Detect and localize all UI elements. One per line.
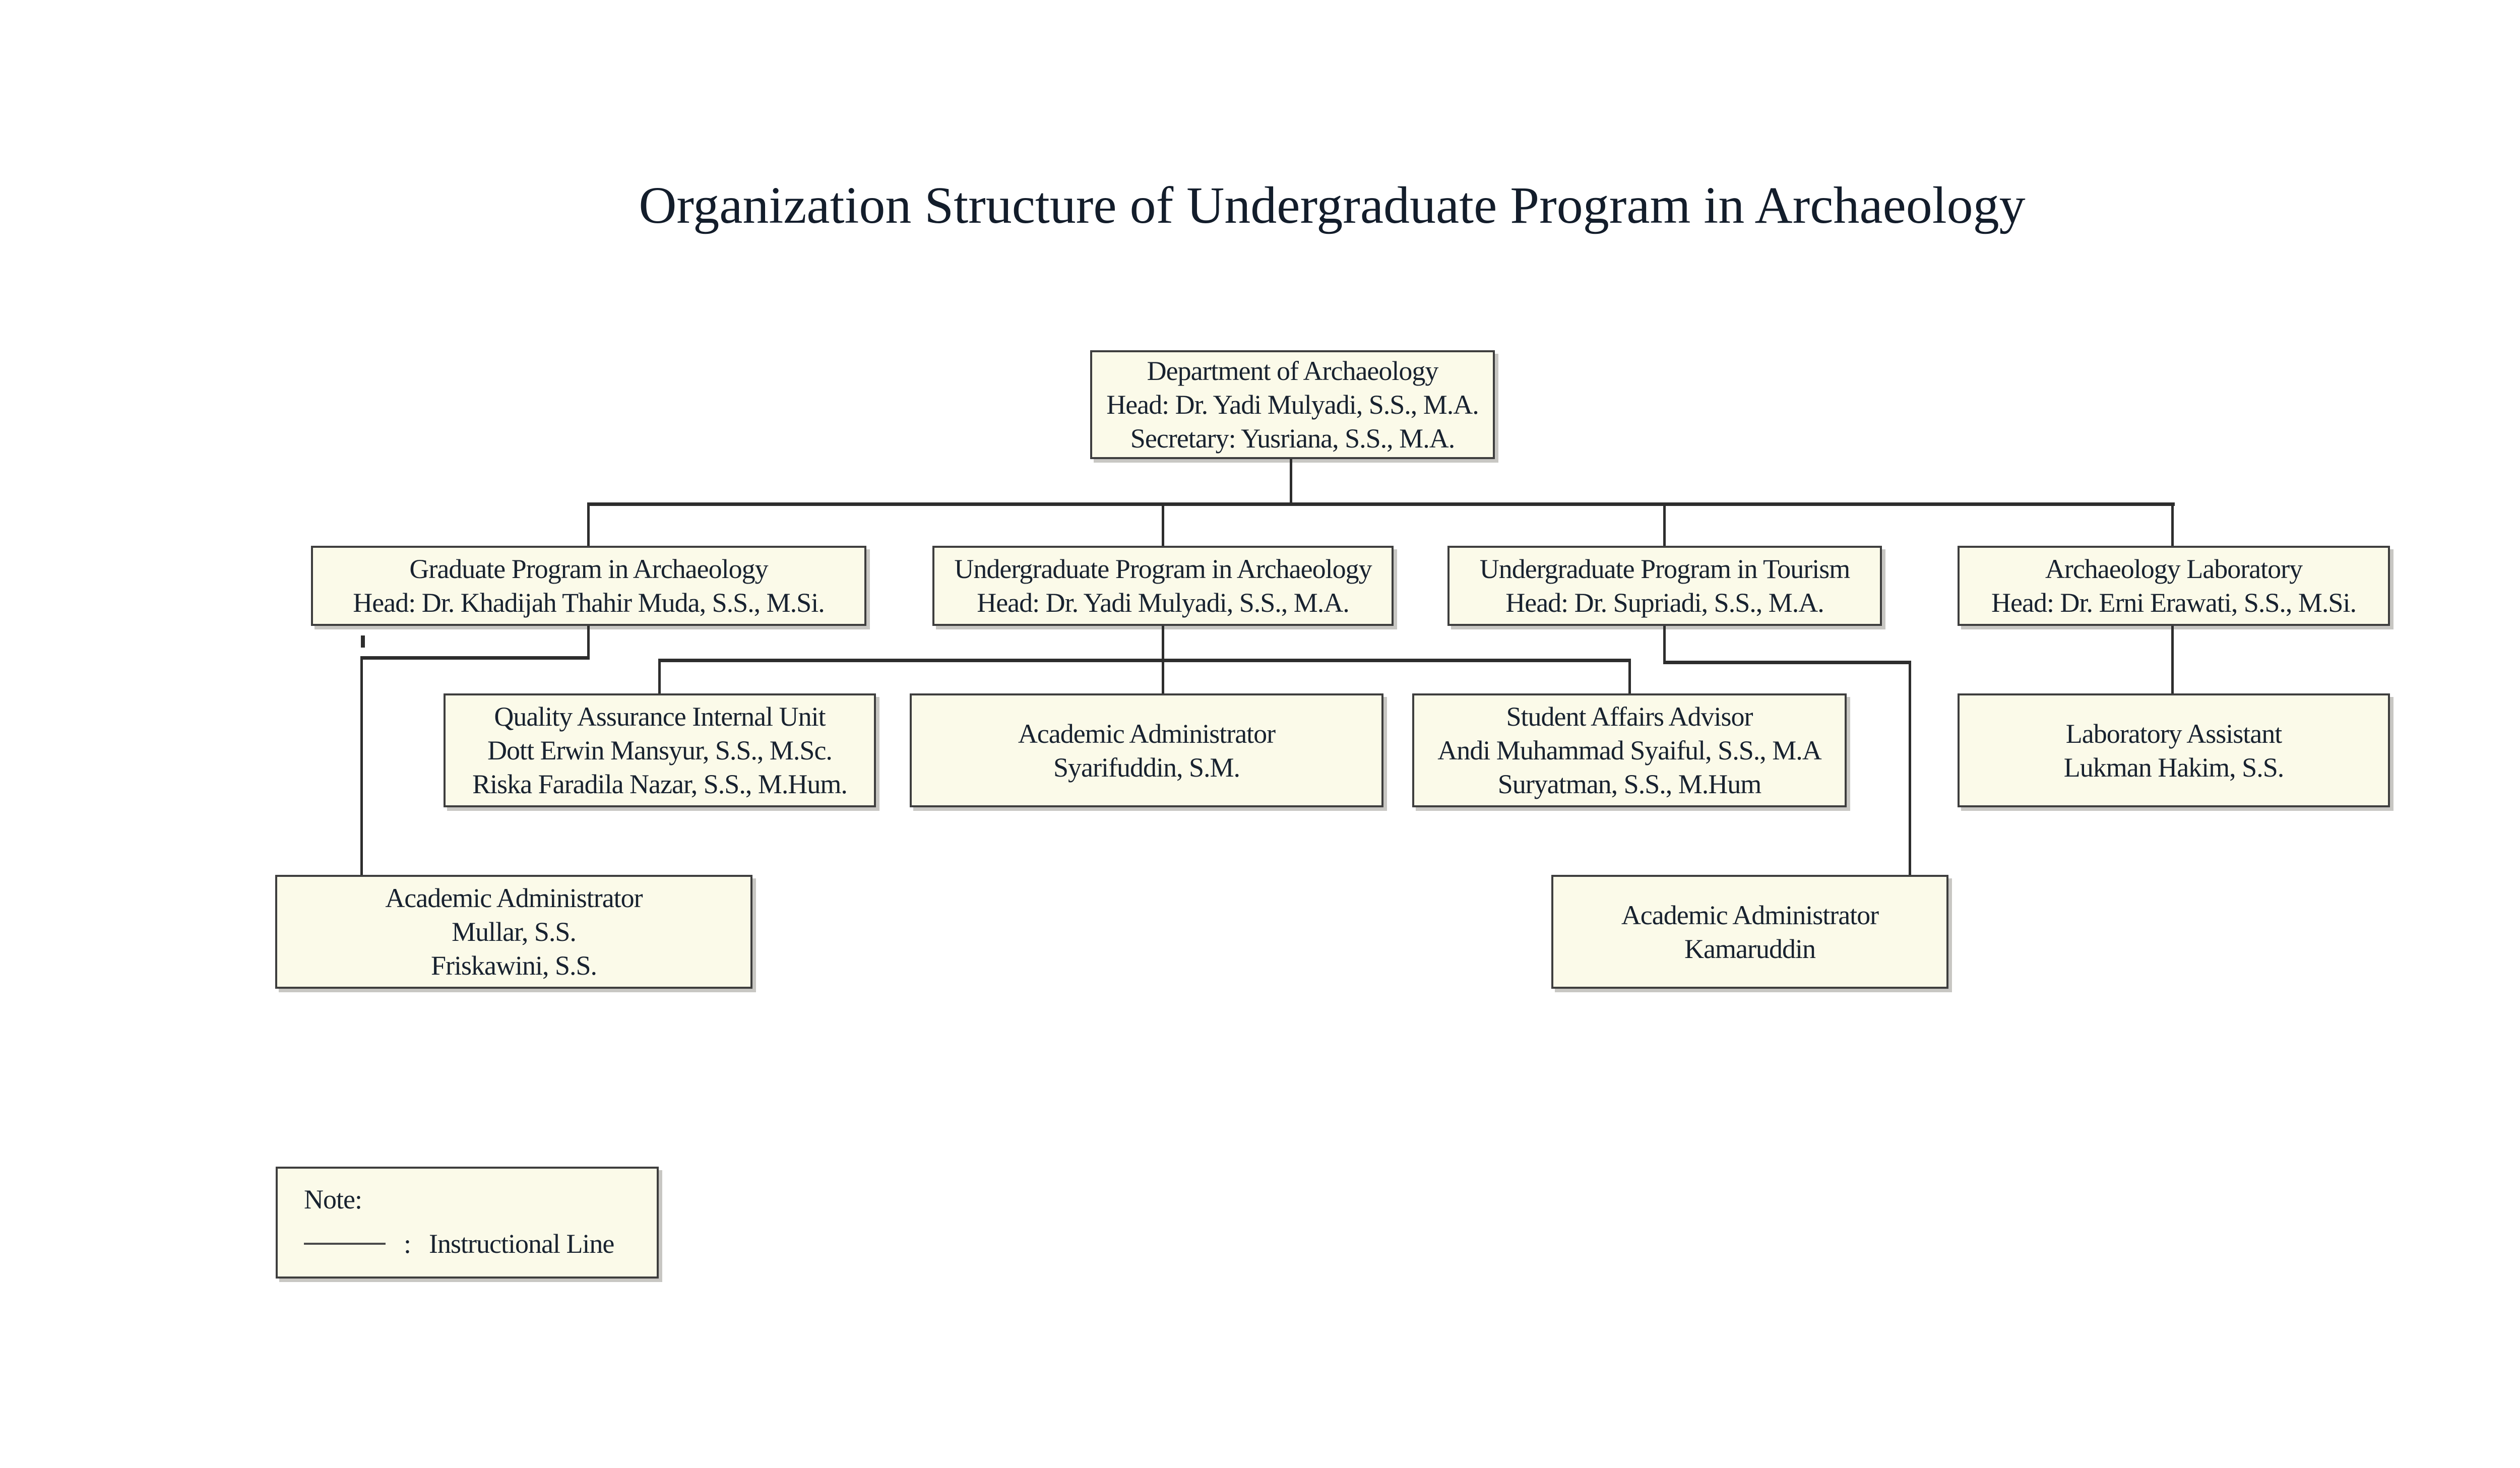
node-title: Archaeology Laboratory <box>2045 554 2303 584</box>
node-member: Lukman Hakim, S.S. <box>2063 752 2284 783</box>
node-head: Head: Dr. Yadi Mulyadi, S.S., M.A. <box>977 588 1350 618</box>
node-academic-administrator-graduate: Academic Administrator Mullar, S.S. Fris… <box>275 875 752 989</box>
node-member: Riska Faradila Nazar, S.S., M.Hum. <box>472 769 848 799</box>
node-academic-administrator-undergrad: Academic Administrator Syarifuddin, S.M. <box>910 693 1383 807</box>
connector-tourism-stem <box>1663 626 1666 661</box>
node-title: Undergraduate Program in Archaeology <box>954 554 1372 584</box>
connector-lab-drop <box>2171 506 2174 546</box>
connector-graduate-stem <box>587 626 590 657</box>
node-student-affairs-advisor: Student Affairs Advisor Andi Muhammad Sy… <box>1412 693 1847 807</box>
connector-to-admin-graduate <box>360 660 363 875</box>
legend-label: Instructional Line <box>429 1229 614 1259</box>
connector-graduate-drop <box>587 506 590 546</box>
stray-mark <box>361 635 365 648</box>
node-title: Academic Administrator <box>1018 718 1276 749</box>
connector-root-stem <box>1290 459 1292 504</box>
node-title: Laboratory Assistant <box>2065 718 2282 749</box>
connector-mid-rail <box>658 659 1631 662</box>
node-member: Suryatman, S.S., M.Hum <box>1497 769 1762 799</box>
connector-to-student-affairs <box>1628 662 1631 693</box>
connector-graduate-elbow <box>360 656 590 660</box>
node-department-of-archaeology: Department of Archaeology Head: Dr. Yadi… <box>1090 350 1495 459</box>
node-undergraduate-archaeology: Undergraduate Program in Archaeology Hea… <box>932 546 1394 626</box>
node-title: Quality Assurance Internal Unit <box>494 701 826 732</box>
node-head: Head: Dr. Erni Erawati, S.S., M.Si. <box>1991 588 2357 618</box>
legend-separator: : <box>404 1229 411 1259</box>
node-laboratory-assistant: Laboratory Assistant Lukman Hakim, S.S. <box>1958 693 2390 807</box>
node-title: Department of Archaeology <box>1147 356 1439 386</box>
connector-undergrad-arch-stem <box>1162 626 1164 693</box>
node-title: Academic Administrator <box>1621 900 1879 930</box>
node-title: Student Affairs Advisor <box>1506 701 1753 732</box>
node-member: Mullar, S.S. <box>452 917 577 947</box>
node-graduate-program: Graduate Program in Archaeology Head: Dr… <box>311 546 866 626</box>
connector-to-admin-tourism <box>1909 664 1911 875</box>
legend-row: : Instructional Line <box>304 1230 614 1257</box>
note-label: Note: <box>304 1184 362 1215</box>
page-title: Organization Structure of Undergraduate … <box>639 176 2026 234</box>
node-undergraduate-tourism: Undergraduate Program in Tourism Head: D… <box>1447 546 1882 626</box>
connector-level2-rail <box>587 502 2175 506</box>
connector-undergrad-tourism-drop <box>1663 506 1666 546</box>
node-head: Head: Dr. Yadi Mulyadi, S.S., M.A. <box>1106 390 1479 420</box>
node-archaeology-laboratory: Archaeology Laboratory Head: Dr. Erni Er… <box>1958 546 2390 626</box>
node-head: Head: Dr. Khadijah Thahir Muda, S.S., M.… <box>353 588 825 618</box>
connector-right-rail <box>1663 661 1911 664</box>
node-secretary: Secretary: Yusriana, S.S., M.A. <box>1130 423 1455 454</box>
node-title: Undergraduate Program in Tourism <box>1479 554 1851 584</box>
connector-to-quality-assurance <box>658 662 661 693</box>
node-title: Graduate Program in Archaeology <box>409 554 768 584</box>
connector-undergrad-arch-drop <box>1162 506 1164 546</box>
connector-lab-stem <box>2171 626 2174 693</box>
node-title: Academic Administrator <box>385 883 643 913</box>
note-box: Note: : Instructional Line <box>276 1167 659 1279</box>
instructional-line-sample <box>304 1243 386 1245</box>
node-member: Syarifuddin, S.M. <box>1053 752 1240 783</box>
node-head: Head: Dr. Supriadi, S.S., M.A. <box>1505 588 1824 618</box>
node-member: Friskawini, S.S. <box>430 950 597 981</box>
node-member: Dott Erwin Mansyur, S.S., M.Sc. <box>487 735 833 765</box>
node-quality-assurance-internal-unit: Quality Assurance Internal Unit Dott Erw… <box>444 693 876 807</box>
node-member: Kamaruddin <box>1684 933 1816 964</box>
node-academic-administrator-tourism: Academic Administrator Kamaruddin <box>1551 875 1948 989</box>
node-member: Andi Muhammad Syaiful, S.S., M.A <box>1437 735 1822 765</box>
